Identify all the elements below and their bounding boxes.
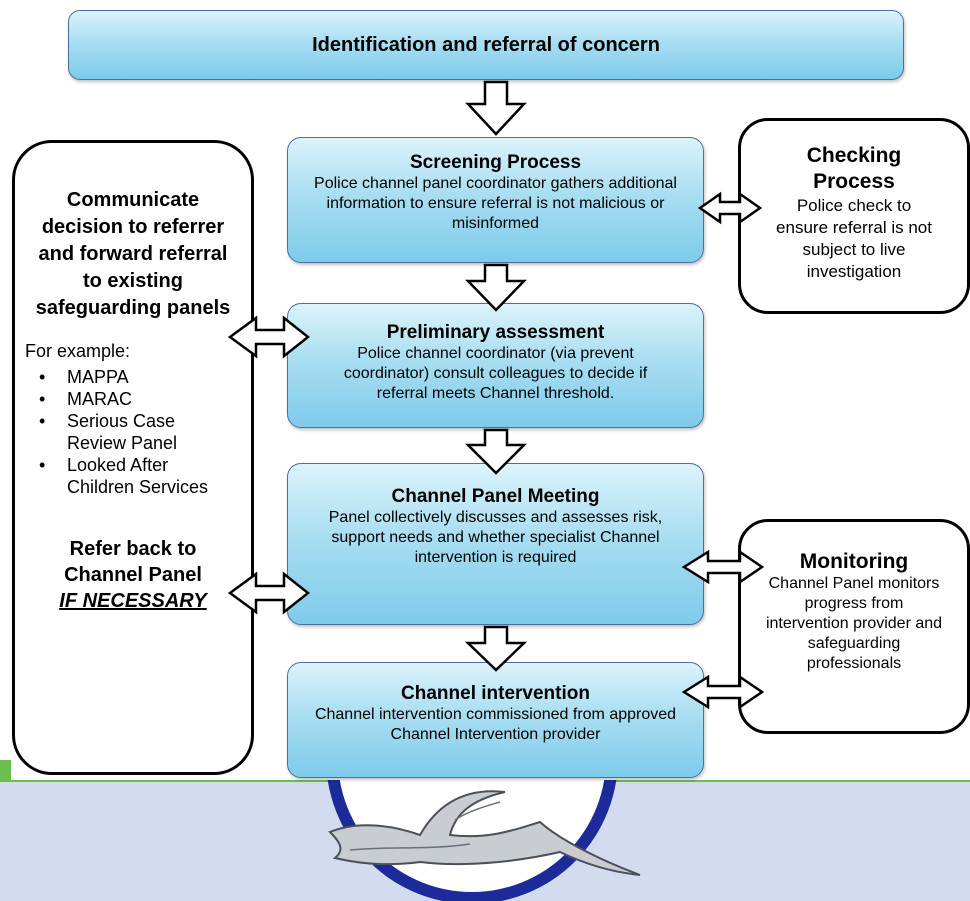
double-arrow-icon xyxy=(681,549,765,585)
example-label: For example: xyxy=(25,341,131,361)
down-arrow-icon xyxy=(465,80,527,136)
communicate-title: Communicate decision to referrer and for… xyxy=(35,189,231,319)
checking-body: Police check to ensure referral is not s… xyxy=(776,196,932,281)
down-arrow-icon xyxy=(465,263,527,312)
list-item: Serious Case Review Panel xyxy=(39,410,243,454)
double-arrow-icon xyxy=(227,315,311,359)
left-green-marker xyxy=(0,760,11,781)
list-item: MARAC xyxy=(39,388,243,410)
double-arrow-icon xyxy=(697,191,763,225)
banner-title: Identification and referral of concern xyxy=(312,34,660,56)
intervention-title: Channel intervention xyxy=(401,683,590,704)
down-arrow-icon xyxy=(464,428,528,475)
list-item: MAPPA xyxy=(39,366,243,388)
screening-box: Screening Process Police channel panel c… xyxy=(287,137,704,263)
communicate-box: Communicate decision to referrer and for… xyxy=(12,140,254,775)
refer-back-text: Refer back to Channel Panel xyxy=(64,538,202,586)
intervention-box: Channel intervention Channel interventio… xyxy=(287,662,704,778)
footer-band xyxy=(0,780,970,901)
preliminary-body: Police channel coordinator (via prevent … xyxy=(343,345,648,402)
double-arrow-icon xyxy=(681,674,765,710)
meeting-box: Channel Panel Meeting Panel collectively… xyxy=(287,463,704,625)
preliminary-box: Preliminary assessment Police channel co… xyxy=(287,303,704,428)
screening-title: Screening Process xyxy=(409,152,582,173)
meeting-body: Panel collectively discusses and assesse… xyxy=(328,509,663,566)
checking-box: Checking Process Police check to ensure … xyxy=(738,118,970,314)
intervention-body: Channel intervention commissioned from a… xyxy=(314,706,677,743)
monitoring-title: Monitoring xyxy=(799,550,909,573)
meeting-title: Channel Panel Meeting xyxy=(391,486,600,507)
monitoring-box: Monitoring Channel Panel monitors progre… xyxy=(738,519,970,734)
emblem-bird-logo xyxy=(327,780,641,901)
down-arrow-icon xyxy=(464,625,528,672)
preliminary-title: Preliminary assessment xyxy=(386,322,605,343)
if-necessary-text: IF NECESSARY xyxy=(59,590,207,612)
list-item: Looked After Children Services xyxy=(39,454,243,498)
referral-banner: Identification and referral of concern xyxy=(68,10,904,80)
examples-list: MAPPA MARAC Serious Case Review Panel Lo… xyxy=(23,366,243,498)
screening-body: Police channel panel coordinator gathers… xyxy=(314,175,677,232)
monitoring-body: Channel Panel monitors progress from int… xyxy=(765,575,943,672)
checking-title: Checking Process xyxy=(806,144,902,193)
double-arrow-icon xyxy=(227,571,311,615)
